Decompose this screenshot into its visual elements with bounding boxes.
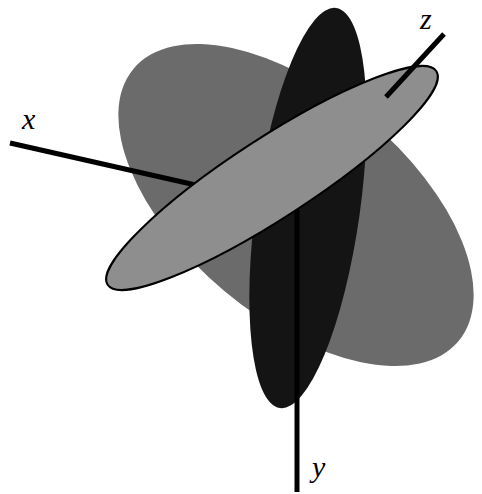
- x-axis: [10, 143, 200, 186]
- y-axis: [295, 210, 300, 492]
- z-axis: [386, 34, 444, 97]
- axis-label: z: [420, 4, 432, 34]
- axis-label: x: [22, 104, 35, 134]
- gray-plane: [62, 0, 482, 427]
- axis-label: y: [312, 452, 325, 482]
